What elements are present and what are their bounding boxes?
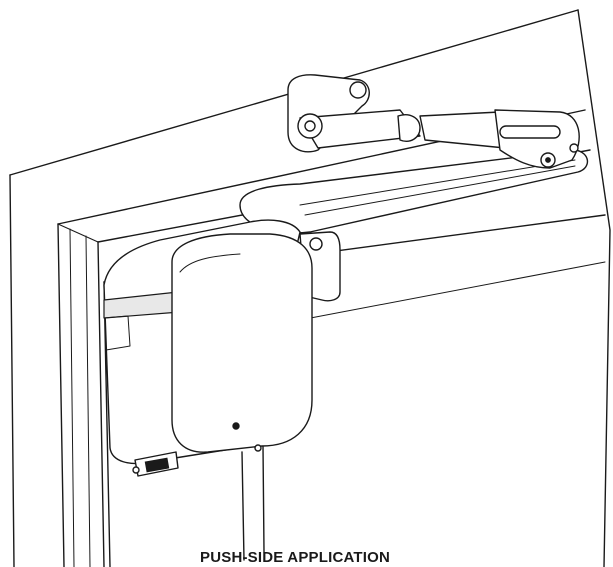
caption: PUSH-SIDE APPLICATION [200,549,391,566]
power-switch [132,451,179,477]
operator-housing [103,219,313,465]
door-stile [241,445,265,561]
upper-arm [287,74,506,153]
forearm [494,109,580,169]
